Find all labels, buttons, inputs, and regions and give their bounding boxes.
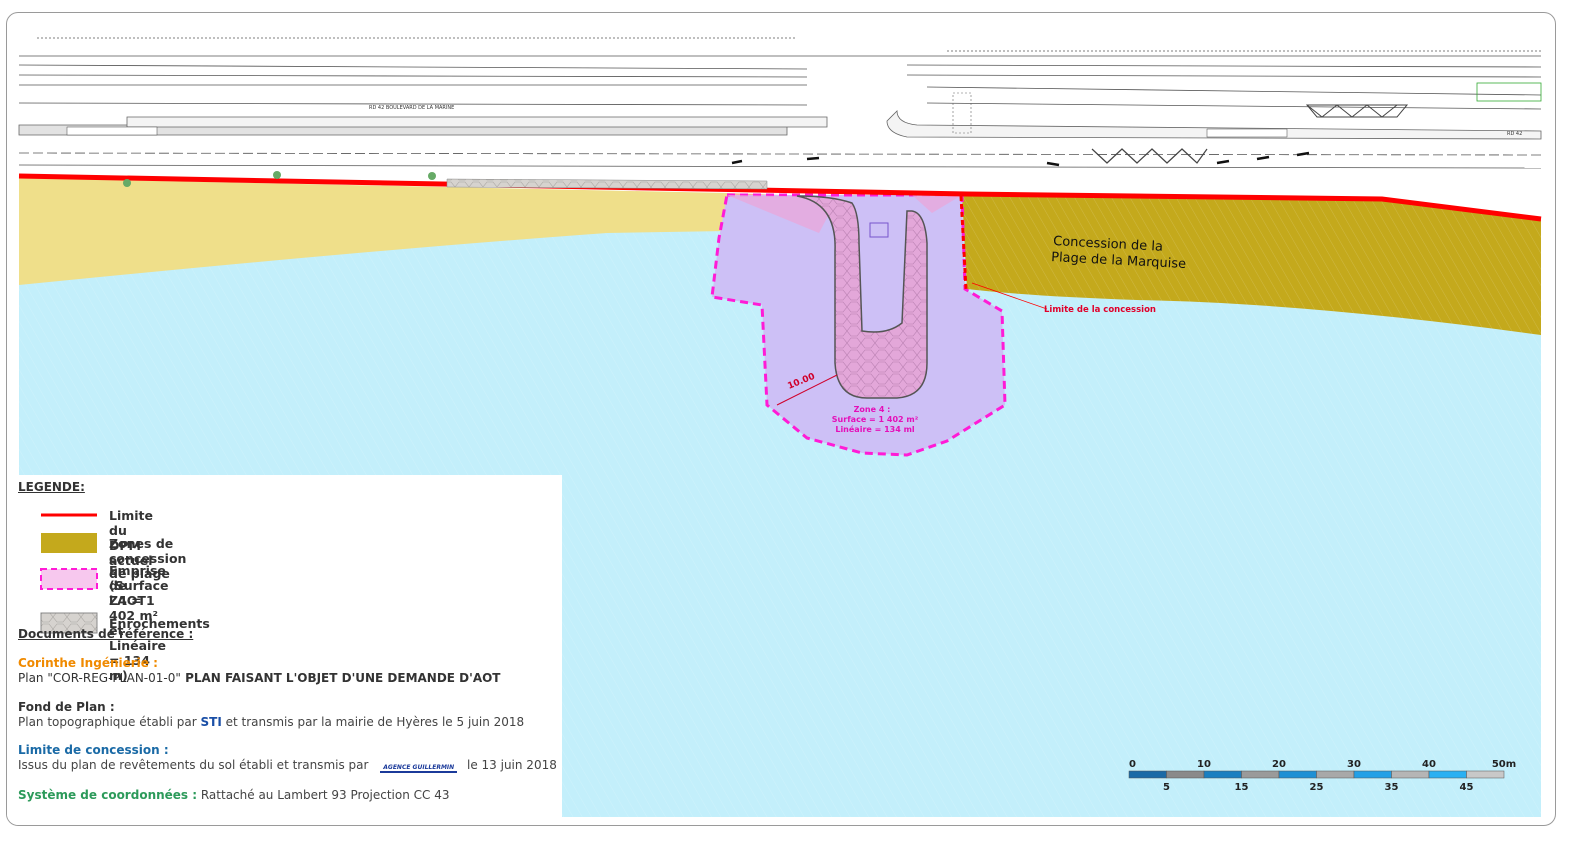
- road-label-right: RD 42: [1507, 131, 1522, 137]
- scale-segment: [1278, 770, 1317, 779]
- fond-title: Fond de Plan :: [18, 700, 115, 714]
- map-frame: RD 42 BOULEVARD DE LA MARINE RD 42 Conce…: [6, 12, 1556, 826]
- limite-title: Limite de concession :: [18, 743, 169, 757]
- scale-segment: [1466, 770, 1505, 779]
- scale-top-label: 50m: [1492, 759, 1516, 770]
- zone-label-1: Zone 4 :: [854, 405, 891, 414]
- red-line-symbol: [41, 513, 97, 517]
- systeme-text: Rattaché au Lambert 93 Projection CC 43: [197, 788, 450, 802]
- zone-label-2: Surface = 1 402 m²: [832, 415, 919, 424]
- scale-bottom-label: 35: [1385, 782, 1399, 793]
- scale-segment: [1128, 770, 1167, 779]
- site-plan-map: RD 42 BOULEVARD DE LA MARINE RD 42 Conce…: [18, 37, 1542, 817]
- legend-panel: LEGENDE: Limite du DPM actuel Zones de c…: [7, 475, 562, 825]
- median-right: [886, 110, 1542, 140]
- systeme-title: Système de coordonnées :: [18, 788, 198, 802]
- scale-segment: [1391, 770, 1430, 779]
- scale-bottom-label: 5: [1163, 782, 1170, 793]
- systeme-line: Système de coordonnées : Rattaché au Lam…: [18, 788, 450, 802]
- concession-limit-label: Limite de la concession: [1044, 305, 1156, 315]
- scale-bottom-label: 15: [1235, 782, 1249, 793]
- plan-line: Plan "COR-REG-PLAN-01-0" PLAN FAISANT L'…: [18, 671, 501, 685]
- fond-sti: STI: [200, 715, 222, 729]
- scale-top-label: 20: [1272, 759, 1286, 770]
- zone-label-3: Linéaire = 134 ml: [835, 424, 915, 434]
- scale-top-label: 0: [1129, 759, 1136, 770]
- limite-text-b: le 13 juin 2018: [467, 758, 557, 772]
- scale-bar-graphic: 0 10 20 30 40 50m 5 15 25 35 45: [1128, 759, 1516, 793]
- plan-desc: PLAN FAISANT L'OBJET D'UNE DEMANDE D'AOT: [180, 671, 501, 685]
- legend-label-aot-detail: (Surface Z4 = 1 402 m² et Linéaire = 134…: [109, 578, 169, 683]
- scale-bar: 0 10 20 30 40 50m 5 15 25 35 45: [1119, 757, 1519, 807]
- limite-text-a: Issus du plan de revêtements du sol étab…: [18, 758, 369, 772]
- fond-text-b: et transmis par la mairie de Hyères le 5…: [221, 715, 525, 729]
- road-label-left: RD 42 BOULEVARD DE LA MARINE: [369, 105, 454, 111]
- scale-segment: [1203, 770, 1242, 779]
- legend-label-aot: Emprise de l'AOT: [109, 563, 166, 608]
- scale-segment: [1166, 770, 1205, 779]
- concession-label-2: Plage de la Marquise: [1051, 250, 1187, 272]
- road-network: [18, 37, 1542, 169]
- fond-text-a: Plan topographique établi par: [18, 715, 201, 729]
- scale-top-label: 10: [1197, 759, 1211, 770]
- agence-logo: AGENCE GUILLERMIN: [380, 764, 458, 773]
- legend-label-concession: Zones de concession de plage: [109, 536, 187, 581]
- scale-bottom-label: 25: [1310, 782, 1324, 793]
- scale-segment: [1241, 770, 1280, 779]
- fond-line: Plan topographique établi par STI et tra…: [18, 715, 524, 729]
- legend-label-rocks: Enrochements: [109, 616, 210, 631]
- plan-prefix: Plan: [18, 671, 48, 685]
- scale-segment: [1428, 770, 1467, 779]
- scale-bottom-label: 45: [1460, 782, 1474, 793]
- concession-label-1: Concession de la: [1053, 234, 1163, 255]
- corinthe-title: Corinthe Ingénierie :: [18, 656, 158, 670]
- scale-segment: [1316, 770, 1355, 779]
- scale-top-label: 30: [1347, 759, 1361, 770]
- rock-box-symbol: [40, 612, 98, 634]
- pink-dashed-box-symbol: [40, 568, 98, 590]
- plan-code: "COR-REG-PLAN-01-0": [47, 671, 181, 685]
- legend-label-dpm: Limite du DPM actuel: [109, 508, 154, 568]
- beach-area: [19, 178, 727, 285]
- documents-title: Documents de référence :: [18, 627, 194, 641]
- scale-segment: [1353, 770, 1392, 779]
- jetty-rocks: [796, 195, 928, 399]
- olive-box-symbol: [41, 533, 97, 553]
- limite-line: Issus du plan de revêtements du sol étab…: [18, 758, 557, 773]
- scale-top-label: 40: [1422, 759, 1436, 770]
- legend-title: LEGENDE:: [18, 480, 85, 494]
